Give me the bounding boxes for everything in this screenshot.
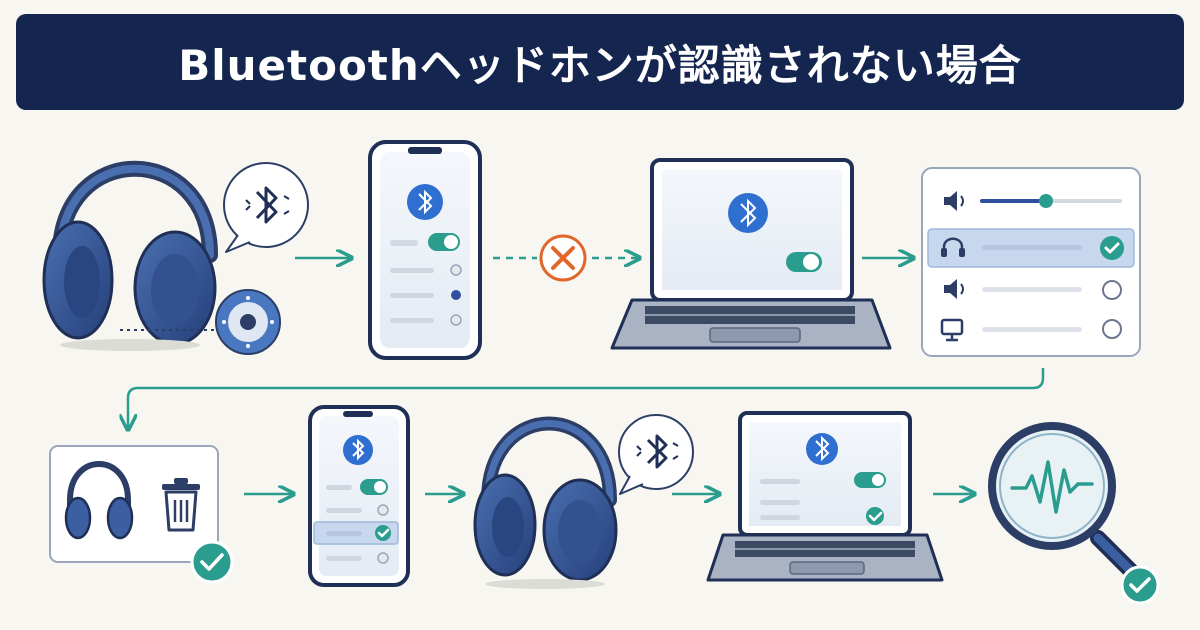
remove-device-trash-icon (49, 445, 234, 584)
connection-failed-x-icon (539, 234, 587, 282)
row-connector-arrow (128, 368, 1045, 428)
smartphone-bluetooth-toggle-icon (368, 140, 482, 360)
laptop-bluetooth-toggle-icon (610, 158, 892, 350)
title-banner: Bluetoothヘッドホンが認識されない場合 (16, 14, 1184, 110)
page-title: Bluetoothヘッドホンが認識されない場合 (178, 40, 1022, 90)
headphones-pairing-button-icon (42, 160, 309, 355)
magnifier-audio-wave-icon (988, 422, 1160, 605)
laptop-connected-check-icon (706, 411, 944, 582)
smartphone-reselect-device-icon (308, 405, 410, 587)
headphones-pairing-mode-icon (473, 414, 694, 589)
audio-output-device-list-icon (921, 167, 1141, 357)
